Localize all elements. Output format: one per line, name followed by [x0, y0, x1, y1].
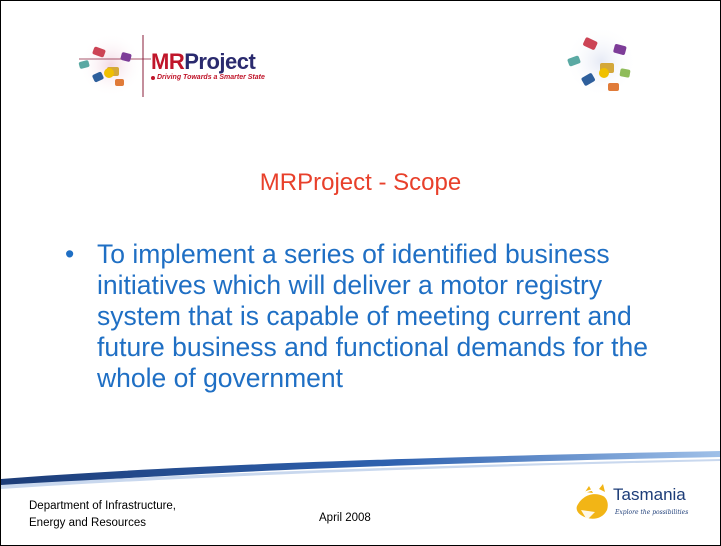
department-line-1: Department of Infrastructure,: [29, 500, 177, 512]
mrproject-logo-graphic: [78, 33, 151, 97]
bullet-list: • To implement a series of identified bu…: [61, 239, 681, 394]
footer-wave: [1, 451, 720, 489]
department-line-2: Energy and Resources: [29, 517, 146, 529]
tasmania-brand: Tasmania: [613, 485, 686, 504]
tasmania-logo-icon: [576, 484, 608, 520]
logo-title: MRProject: [151, 51, 265, 73]
bullet-item: • To implement a series of identified bu…: [61, 239, 681, 394]
bullet-icon: •: [65, 239, 75, 269]
slide-title: MRProject - Scope: [259, 169, 462, 196]
logo-tagline: Driving Towards a Smarter State: [151, 74, 265, 81]
mrproject-logo-text: MRProject Driving Towards a Smarter Stat…: [151, 51, 265, 81]
logo-title-rest: Project: [184, 49, 256, 74]
bullet-text: To implement a series of identified busi…: [97, 239, 648, 393]
department-name: Department of Infrastructure, Energy and…: [29, 498, 176, 532]
presentation-date: April 2008: [319, 512, 371, 524]
decorative-cards-graphic: [565, 29, 637, 101]
logo-title-mr: MR: [151, 49, 185, 74]
tasmania-tagline: Explore the possibilities: [615, 509, 689, 516]
